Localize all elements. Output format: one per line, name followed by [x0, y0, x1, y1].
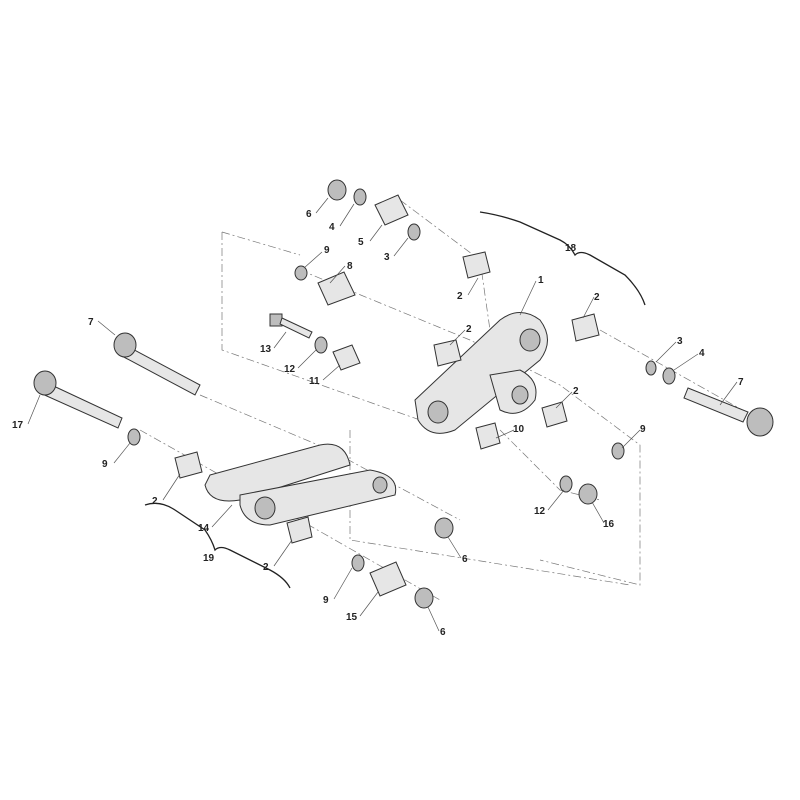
nut-6-top	[327, 179, 347, 201]
callout-18: 18	[565, 243, 577, 254]
callout-3: 3	[677, 336, 683, 347]
callout-4: 4	[699, 348, 705, 359]
bolt-7-right	[683, 387, 749, 423]
bracket-19	[144, 502, 291, 589]
nut-6-bottom	[414, 587, 434, 609]
bushing-10	[475, 422, 501, 450]
bearing-2-b	[433, 339, 462, 367]
callout-16: 16	[603, 519, 615, 530]
spacer-11	[332, 344, 361, 371]
bearing-2-c	[571, 313, 600, 342]
link-1	[414, 312, 548, 434]
callout-4: 4	[329, 222, 335, 233]
washer-3-right	[645, 360, 657, 376]
callout-8: 8	[347, 261, 353, 272]
bearing-2-a	[462, 251, 491, 279]
callout-1: 1	[538, 275, 544, 286]
callout-2: 2	[152, 496, 158, 507]
callout-2: 2	[457, 291, 463, 302]
spacer-15	[369, 561, 407, 597]
callout-6: 6	[440, 627, 446, 638]
callout-19: 19	[203, 553, 215, 564]
callout-labels: 6 4 5 3 9 8 18 2 1 2 13 12 11 2 3 4 7 7 …	[12, 209, 744, 638]
callout-10: 10	[513, 424, 525, 435]
washer-9-right	[611, 442, 625, 460]
bearing-2-e	[174, 451, 203, 479]
washer-12-right	[559, 475, 573, 493]
callout-12: 12	[284, 364, 296, 375]
leader-lines	[27, 197, 738, 632]
callout-2: 2	[594, 292, 600, 303]
washer-9-bottom	[351, 554, 365, 572]
bracket-18	[479, 211, 646, 306]
callout-2: 2	[263, 562, 269, 573]
callout-9: 9	[323, 595, 329, 606]
callout-12: 12	[534, 506, 546, 517]
callout-9: 9	[640, 424, 646, 435]
callout-7: 7	[738, 377, 744, 388]
nut-6-mid	[434, 517, 454, 539]
callout-2: 2	[466, 324, 472, 335]
washer-4-top	[353, 188, 367, 206]
washer-12	[314, 336, 328, 354]
callout-2: 2	[573, 386, 579, 397]
callout-14: 14	[198, 523, 210, 534]
bearing-2-f	[286, 516, 313, 544]
nut-16	[578, 483, 598, 505]
spacer-5	[374, 194, 409, 226]
callout-13: 13	[260, 344, 272, 355]
callout-5: 5	[358, 237, 364, 248]
callout-7: 7	[88, 317, 94, 328]
callout-6: 6	[306, 209, 312, 220]
callout-15: 15	[346, 612, 358, 623]
callout-3: 3	[384, 252, 390, 263]
parts	[33, 179, 774, 609]
bearing-2-d	[541, 401, 568, 428]
washer-3-top	[407, 223, 421, 241]
callout-6: 6	[462, 554, 468, 565]
callout-9: 9	[324, 245, 330, 256]
link-14	[204, 443, 351, 502]
callout-9: 9	[102, 459, 108, 470]
callout-11: 11	[309, 376, 320, 387]
spacer-8	[317, 271, 356, 306]
washer-4-right	[662, 367, 676, 385]
washer-9-top	[294, 265, 308, 281]
callout-17: 17	[12, 420, 24, 431]
washer-9-left	[127, 428, 141, 446]
